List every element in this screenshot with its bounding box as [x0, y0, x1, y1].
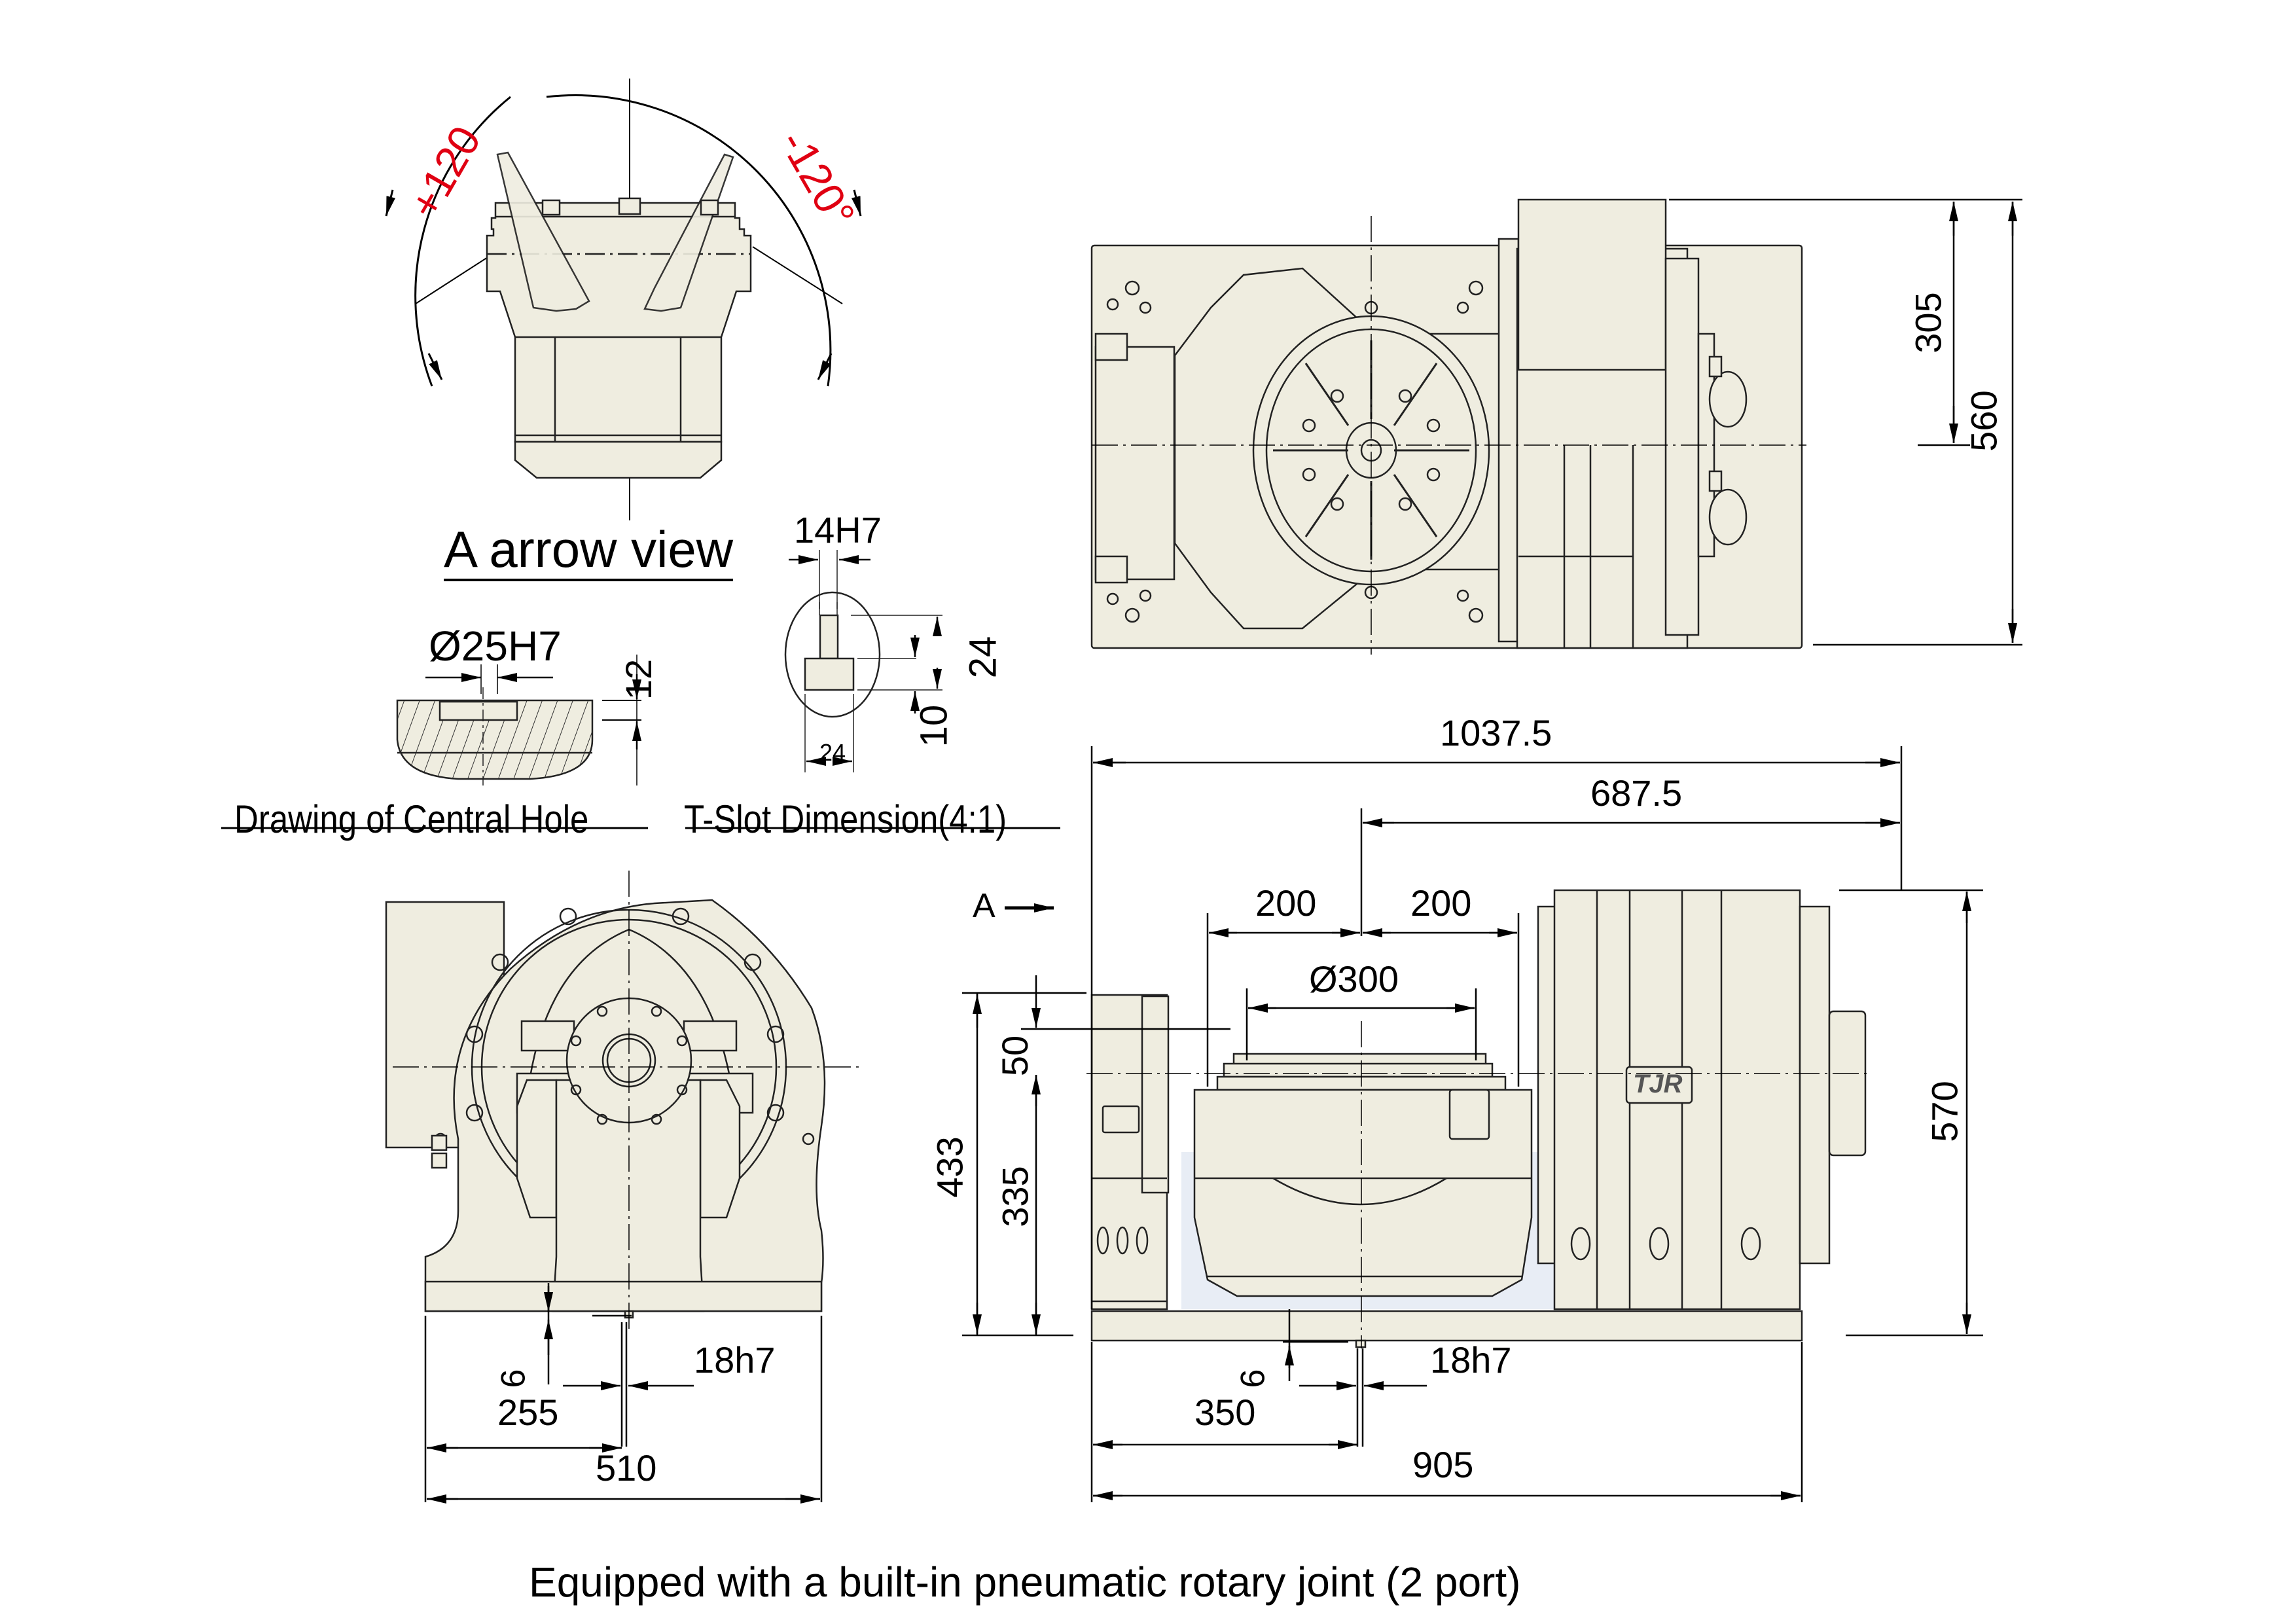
side-key-depth: 6 — [494, 1369, 533, 1388]
front-logo: TJR — [1633, 1070, 1683, 1098]
dim-base-width: 510 — [596, 1447, 657, 1489]
dim-table-diameter: Ø300 — [1309, 958, 1399, 1000]
dim-overall-length: 1037.5 — [1440, 712, 1552, 753]
central-hole-title: Drawing of Central Hole — [234, 797, 589, 841]
arrow-view-title: A arrow view — [444, 524, 734, 581]
dim-base-to-center: 350 — [1194, 1392, 1256, 1433]
top-view-dim-305: 305 — [1907, 292, 1949, 353]
t-slot-detail — [685, 550, 1060, 829]
view-a-marker: A — [973, 887, 996, 925]
t-slot-head-width-label: 24 — [819, 739, 846, 766]
t-slot-depth-label: 24 — [961, 636, 1005, 679]
side-key-width: 18h7 — [694, 1339, 776, 1380]
front-view — [1086, 889, 1872, 1348]
central-hole-section — [221, 655, 648, 829]
arrow-view-drawing — [385, 79, 862, 520]
dim-base-length: 905 — [1412, 1444, 1474, 1485]
dim-left-200: 200 — [1255, 882, 1317, 924]
dim-433: 433 — [929, 1136, 971, 1198]
dim-half-width: 255 — [497, 1392, 559, 1433]
t-slot-title: T-Slot Dimension(4:1) — [684, 797, 1007, 841]
central-hole-depth-label: 12 — [618, 659, 660, 700]
t-slot-head-height-label: 10 — [912, 704, 956, 748]
front-key-depth: 6 — [1234, 1369, 1272, 1388]
dim-335: 335 — [994, 1166, 1036, 1227]
dim-right-200: 200 — [1410, 882, 1472, 924]
top-view-dimensions — [1669, 198, 2022, 646]
side-view — [385, 871, 864, 1329]
dim-570: 570 — [1924, 1081, 1965, 1142]
front-view-dimensions — [962, 746, 1983, 1502]
dim-center-to-end: 687.5 — [1590, 772, 1683, 814]
top-view-dim-560: 560 — [1963, 390, 2005, 452]
central-hole-bore-label: Ø25H7 — [429, 623, 562, 670]
t-slot-width-label: 14H7 — [794, 509, 882, 550]
dim-50: 50 — [994, 1035, 1036, 1077]
footer-note: Equipped with a built-in pneumatic rotar… — [529, 1559, 1521, 1606]
front-key-width: 18h7 — [1430, 1339, 1512, 1380]
side-view-dimensions — [424, 1283, 823, 1504]
top-plan-view — [1090, 198, 1806, 655]
